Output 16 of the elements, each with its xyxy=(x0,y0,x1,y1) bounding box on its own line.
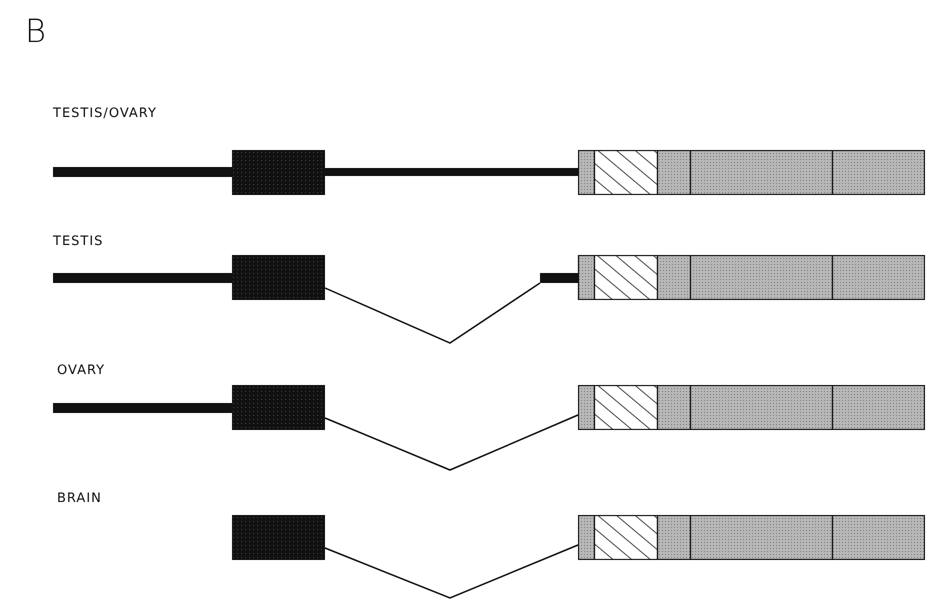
row-label: TESTIS/OVARY xyxy=(53,106,157,121)
exon-block xyxy=(578,150,925,195)
exon-box xyxy=(232,385,325,430)
exon-box xyxy=(232,255,325,300)
panel-letter: B xyxy=(25,12,47,50)
exon-box xyxy=(232,150,325,195)
splice-line xyxy=(324,282,540,344)
splice-line xyxy=(324,544,578,599)
exon-block xyxy=(578,515,925,560)
row-label: TESTIS xyxy=(53,234,104,249)
exon-box xyxy=(232,515,325,560)
splice-line xyxy=(324,414,578,471)
row-label: OVARY xyxy=(57,363,106,378)
exon-block xyxy=(578,385,925,430)
row-label: BRAIN xyxy=(57,491,102,506)
exon-block xyxy=(540,255,925,300)
